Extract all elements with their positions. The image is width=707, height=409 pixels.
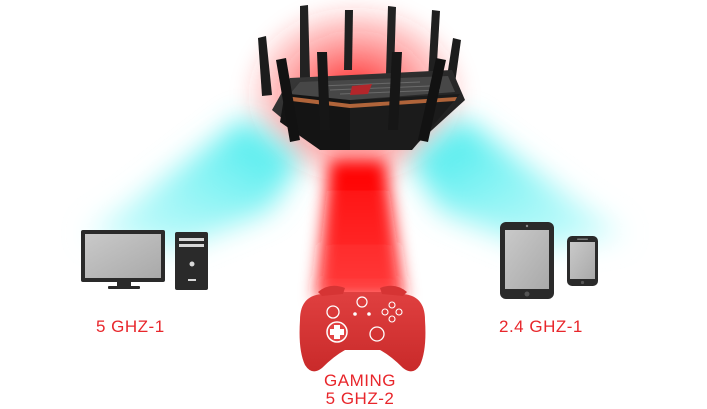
beam-2-4ghz-1 <box>410 118 625 250</box>
band-label-2-4ghz-1: 2.4 GHZ-1 <box>499 317 583 336</box>
desktop-computer-icon <box>81 230 208 290</box>
beam-5ghz-2-gaming <box>315 160 405 300</box>
beam-5ghz-1 <box>85 118 300 250</box>
wifi-router-icon <box>258 5 465 150</box>
band-label-gaming: GAMING 5 GHZ-2 <box>300 372 420 408</box>
gaming-label-line2: 5 GHZ-2 <box>325 389 395 408</box>
smartphone-icon <box>567 236 598 286</box>
game-controller-icon <box>299 285 426 372</box>
tablet-icon <box>500 222 554 299</box>
gaming-label-line1: GAMING <box>324 371 396 390</box>
band-label-5ghz-1: 5 GHZ-1 <box>96 317 165 336</box>
